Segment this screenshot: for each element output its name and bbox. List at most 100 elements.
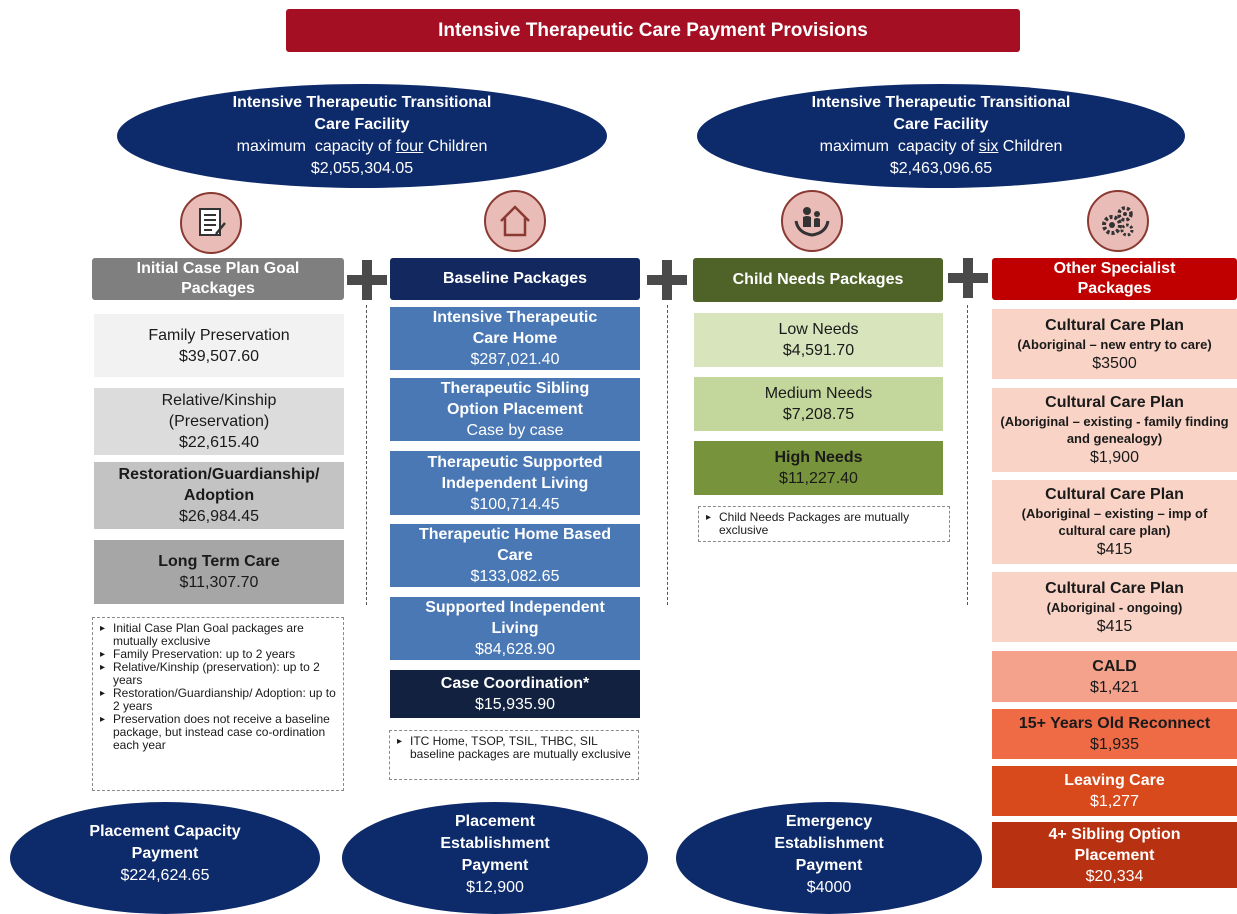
column-divider	[667, 305, 668, 605]
payment-value: $224,624.65	[120, 867, 210, 884]
facility-left-name-2: Care Facility	[314, 116, 410, 133]
package-title: Low Needs	[778, 321, 859, 338]
capacity-number: six	[978, 138, 999, 155]
package-title: Cultural Care Plan	[1045, 486, 1184, 503]
facility-right-capacity: maximum capacity of six Children	[820, 136, 1063, 158]
capacity-suffix: Children	[998, 138, 1063, 155]
package-title: Leaving Care	[1064, 772, 1165, 789]
initial-package-relative-kinship: Relative/Kinship (Preservation) $22,615.…	[94, 388, 344, 455]
package-value: $26,984.45	[178, 508, 260, 525]
baseline-notes: ITC Home, TSOP, TSIL, THBC, SIL baseline…	[389, 730, 639, 780]
specialist-package-reconnect: 15+ Years Old Reconnect $1,935	[992, 709, 1237, 759]
note-item: Relative/Kinship (preservation): up to 2…	[100, 661, 337, 687]
package-title: CALD	[1092, 657, 1137, 675]
payment-title: Placement Establishment Payment	[440, 813, 550, 874]
package-subtitle: (Aboriginal – existing – imp of cultural…	[1021, 506, 1208, 538]
capacity-prefix: maximum capacity of	[819, 138, 979, 155]
initial-package-long-term-care: Long Term Care $11,307.70	[94, 540, 344, 604]
package-value: $39,507.60	[178, 347, 260, 365]
package-value: $415	[1096, 617, 1133, 635]
child-package-medium-needs: Medium Needs $7,208.75	[694, 377, 943, 431]
capacity-prefix: maximum capacity of	[236, 138, 396, 155]
package-value: $415	[1096, 541, 1133, 558]
specialist-package-ccp-new-entry: Cultural Care Plan (Aboriginal – new ent…	[992, 309, 1237, 379]
baseline-package-itc-home: Intensive Therapeutic Care Home $287,021…	[390, 307, 640, 370]
baseline-package-tsop: Therapeutic Sibling Option Placement Cas…	[390, 378, 640, 441]
package-title: Therapeutic Sibling Option Placement	[440, 380, 590, 418]
facility-left-capacity: maximum capacity of four Children	[237, 136, 488, 158]
facility-right-name-1: Intensive Therapeutic Transitional	[811, 94, 1071, 111]
plus-icon	[347, 260, 387, 300]
package-title: 15+ Years Old Reconnect	[1018, 715, 1211, 732]
package-value: $22,615.40	[178, 434, 260, 451]
facility-right-amount: $2,463,096.65	[889, 160, 993, 177]
page-title: Intensive Therapeutic Care Payment Provi…	[286, 9, 1020, 52]
package-value: $1,421	[1090, 678, 1139, 696]
family-hands-icon	[781, 190, 843, 252]
package-title: Cultural Care Plan	[1045, 579, 1184, 597]
package-value: $3500	[1092, 354, 1137, 372]
package-value: $11,227.40	[779, 470, 858, 487]
package-title: Long Term Care	[158, 553, 280, 570]
baseline-package-thbc: Therapeutic Home Based Care $133,082.65	[390, 524, 640, 587]
payment-title: Emergency Establishment Payment	[774, 813, 884, 874]
note-item: Preservation does not receive a baseline…	[100, 713, 337, 752]
payment-placement-establishment: Placement Establishment Payment $12,900	[342, 802, 648, 914]
package-title: Cultural Care Plan	[1045, 316, 1184, 334]
facility-left-ellipse: Intensive Therapeutic Transitional Care …	[117, 84, 607, 188]
initial-package-restoration: Restoration/Guardianship/ Adoption $26,9…	[94, 462, 344, 529]
child-header: Child Needs Packages	[693, 258, 943, 302]
package-title: Medium Needs	[764, 385, 873, 402]
baseline-package-sil: Supported Independent Living $84,628.90	[390, 597, 640, 660]
package-value: Case by case	[466, 422, 564, 439]
baseline-package-tsil: Therapeutic Supported Independent Living…	[390, 451, 640, 515]
payment-value: $4000	[806, 879, 852, 896]
package-value: $11,307.70	[179, 574, 259, 591]
package-title: Cultural Care Plan	[1045, 394, 1184, 411]
note-item: Initial Case Plan Goal packages are mutu…	[100, 622, 337, 648]
package-title: Therapeutic Home Based Care	[418, 526, 612, 564]
package-value: $84,628.90	[474, 641, 556, 658]
specialist-package-ccp-ongoing: Cultural Care Plan (Aboriginal - ongoing…	[992, 572, 1237, 642]
package-subtitle: (Aboriginal – new entry to care)	[1017, 336, 1212, 352]
initial-notes: Initial Case Plan Goal packages are mutu…	[92, 617, 344, 791]
note-item: Family Preservation: up to 2 years	[100, 648, 337, 662]
package-value: $100,714.45	[470, 495, 560, 513]
facility-right-ellipse: Intensive Therapeutic Transitional Care …	[697, 84, 1185, 188]
package-value: $20,334	[1085, 867, 1144, 885]
package-title: Therapeutic Supported Independent Living	[427, 453, 603, 492]
payment-emergency-establishment: Emergency Establishment Payment $4000	[676, 802, 982, 914]
package-value: $1,900	[1090, 449, 1139, 466]
package-value: $1,935	[1090, 736, 1139, 753]
capacity-number: four	[395, 138, 424, 155]
payment-title: Placement Capacity Payment	[89, 823, 241, 862]
specialist-package-ccp-implementation: Cultural Care Plan (Aboriginal – existin…	[992, 480, 1237, 564]
child-package-high-needs: High Needs $11,227.40	[694, 441, 943, 495]
initial-header: Initial Case Plan Goal Packages	[92, 258, 344, 300]
package-title: Family Preservation	[148, 326, 290, 344]
document-icon	[180, 192, 242, 254]
child-package-low-needs: Low Needs $4,591.70	[694, 313, 943, 367]
facility-left-name-1: Intensive Therapeutic Transitional	[232, 94, 492, 111]
package-title: Supported Independent Living	[425, 599, 605, 637]
package-subtitle: (Aboriginal – existing - family finding …	[1000, 414, 1229, 446]
specialist-package-cald: CALD $1,421	[992, 651, 1237, 702]
package-value: $1,277	[1090, 793, 1139, 810]
column-divider	[967, 305, 968, 605]
package-title: Intensive Therapeutic Care Home	[432, 309, 598, 347]
package-title: High Needs	[774, 449, 863, 466]
package-value: $15,935.90	[474, 696, 556, 713]
note-item: ITC Home, TSOP, TSIL, THBC, SIL baseline…	[397, 735, 632, 761]
house-icon	[484, 190, 546, 252]
package-title: Restoration/Guardianship/ Adoption	[118, 466, 320, 504]
baseline-package-case-coordination: Case Coordination* $15,935.90	[390, 670, 640, 718]
package-value: $4,591.70	[782, 342, 855, 359]
package-subtitle: (Aboriginal - ongoing)	[1046, 599, 1183, 615]
column-divider	[366, 305, 367, 605]
package-title: Case Coordination*	[440, 675, 590, 692]
initial-package-family-preservation: Family Preservation $39,507.60	[94, 314, 344, 377]
specialist-package-sibling-option: 4+ Sibling Option Placement $20,334	[992, 822, 1237, 888]
facility-left-amount: $2,055,304.05	[310, 160, 414, 177]
baseline-header: Baseline Packages	[390, 258, 640, 300]
note-item: Restoration/Guardianship/ Adoption: up t…	[100, 687, 337, 713]
